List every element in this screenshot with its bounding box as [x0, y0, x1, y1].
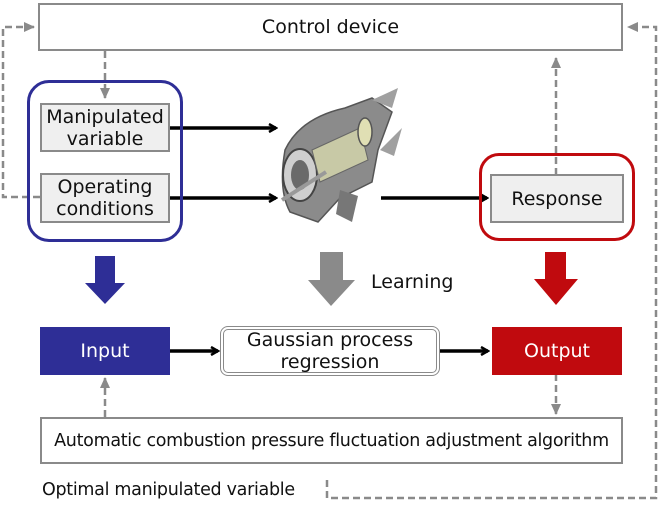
input-group-frame: [27, 80, 183, 242]
feedback-loop-right: [325, 22, 658, 500]
output-label: Output: [524, 340, 590, 362]
response-group-frame: [479, 153, 635, 241]
manipulated-variable-line2: variable: [66, 127, 144, 150]
optimal-variable-label: Optimal manipulated variable: [42, 480, 295, 500]
feedback-loop-left: [1, 22, 40, 199]
algorithm-label: Automatic combustion pressure fluctuatio…: [54, 430, 609, 451]
operating-conditions-line2: conditions: [56, 198, 154, 220]
operating-conditions-line1: Operating: [57, 176, 153, 198]
response-box: Response: [490, 174, 624, 223]
control-device-box: Control device: [38, 3, 623, 51]
response-label: Response: [511, 187, 603, 210]
control-device-label: Control device: [261, 16, 400, 38]
gas-turbine-image: [280, 88, 402, 223]
gray-down-arrow: [308, 252, 355, 306]
blue-down-arrow: [85, 256, 125, 304]
output-block: Output: [492, 327, 622, 375]
operating-conditions-box: Operating conditions: [40, 173, 170, 223]
gpr-block: Gaussian process regression: [220, 326, 440, 376]
gpr-label-line2: regression: [280, 351, 380, 373]
algorithm-box: Automatic combustion pressure fluctuatio…: [40, 417, 623, 464]
manipulated-variable-line1: Manipulated: [46, 105, 164, 128]
red-down-arrow: [534, 252, 578, 305]
learning-label: Learning: [371, 271, 454, 293]
manipulated-variable-box: Manipulated variable: [40, 103, 170, 152]
input-block: Input: [40, 327, 170, 375]
gpr-label-line1: Gaussian process: [246, 329, 414, 351]
input-label: Input: [80, 340, 130, 362]
